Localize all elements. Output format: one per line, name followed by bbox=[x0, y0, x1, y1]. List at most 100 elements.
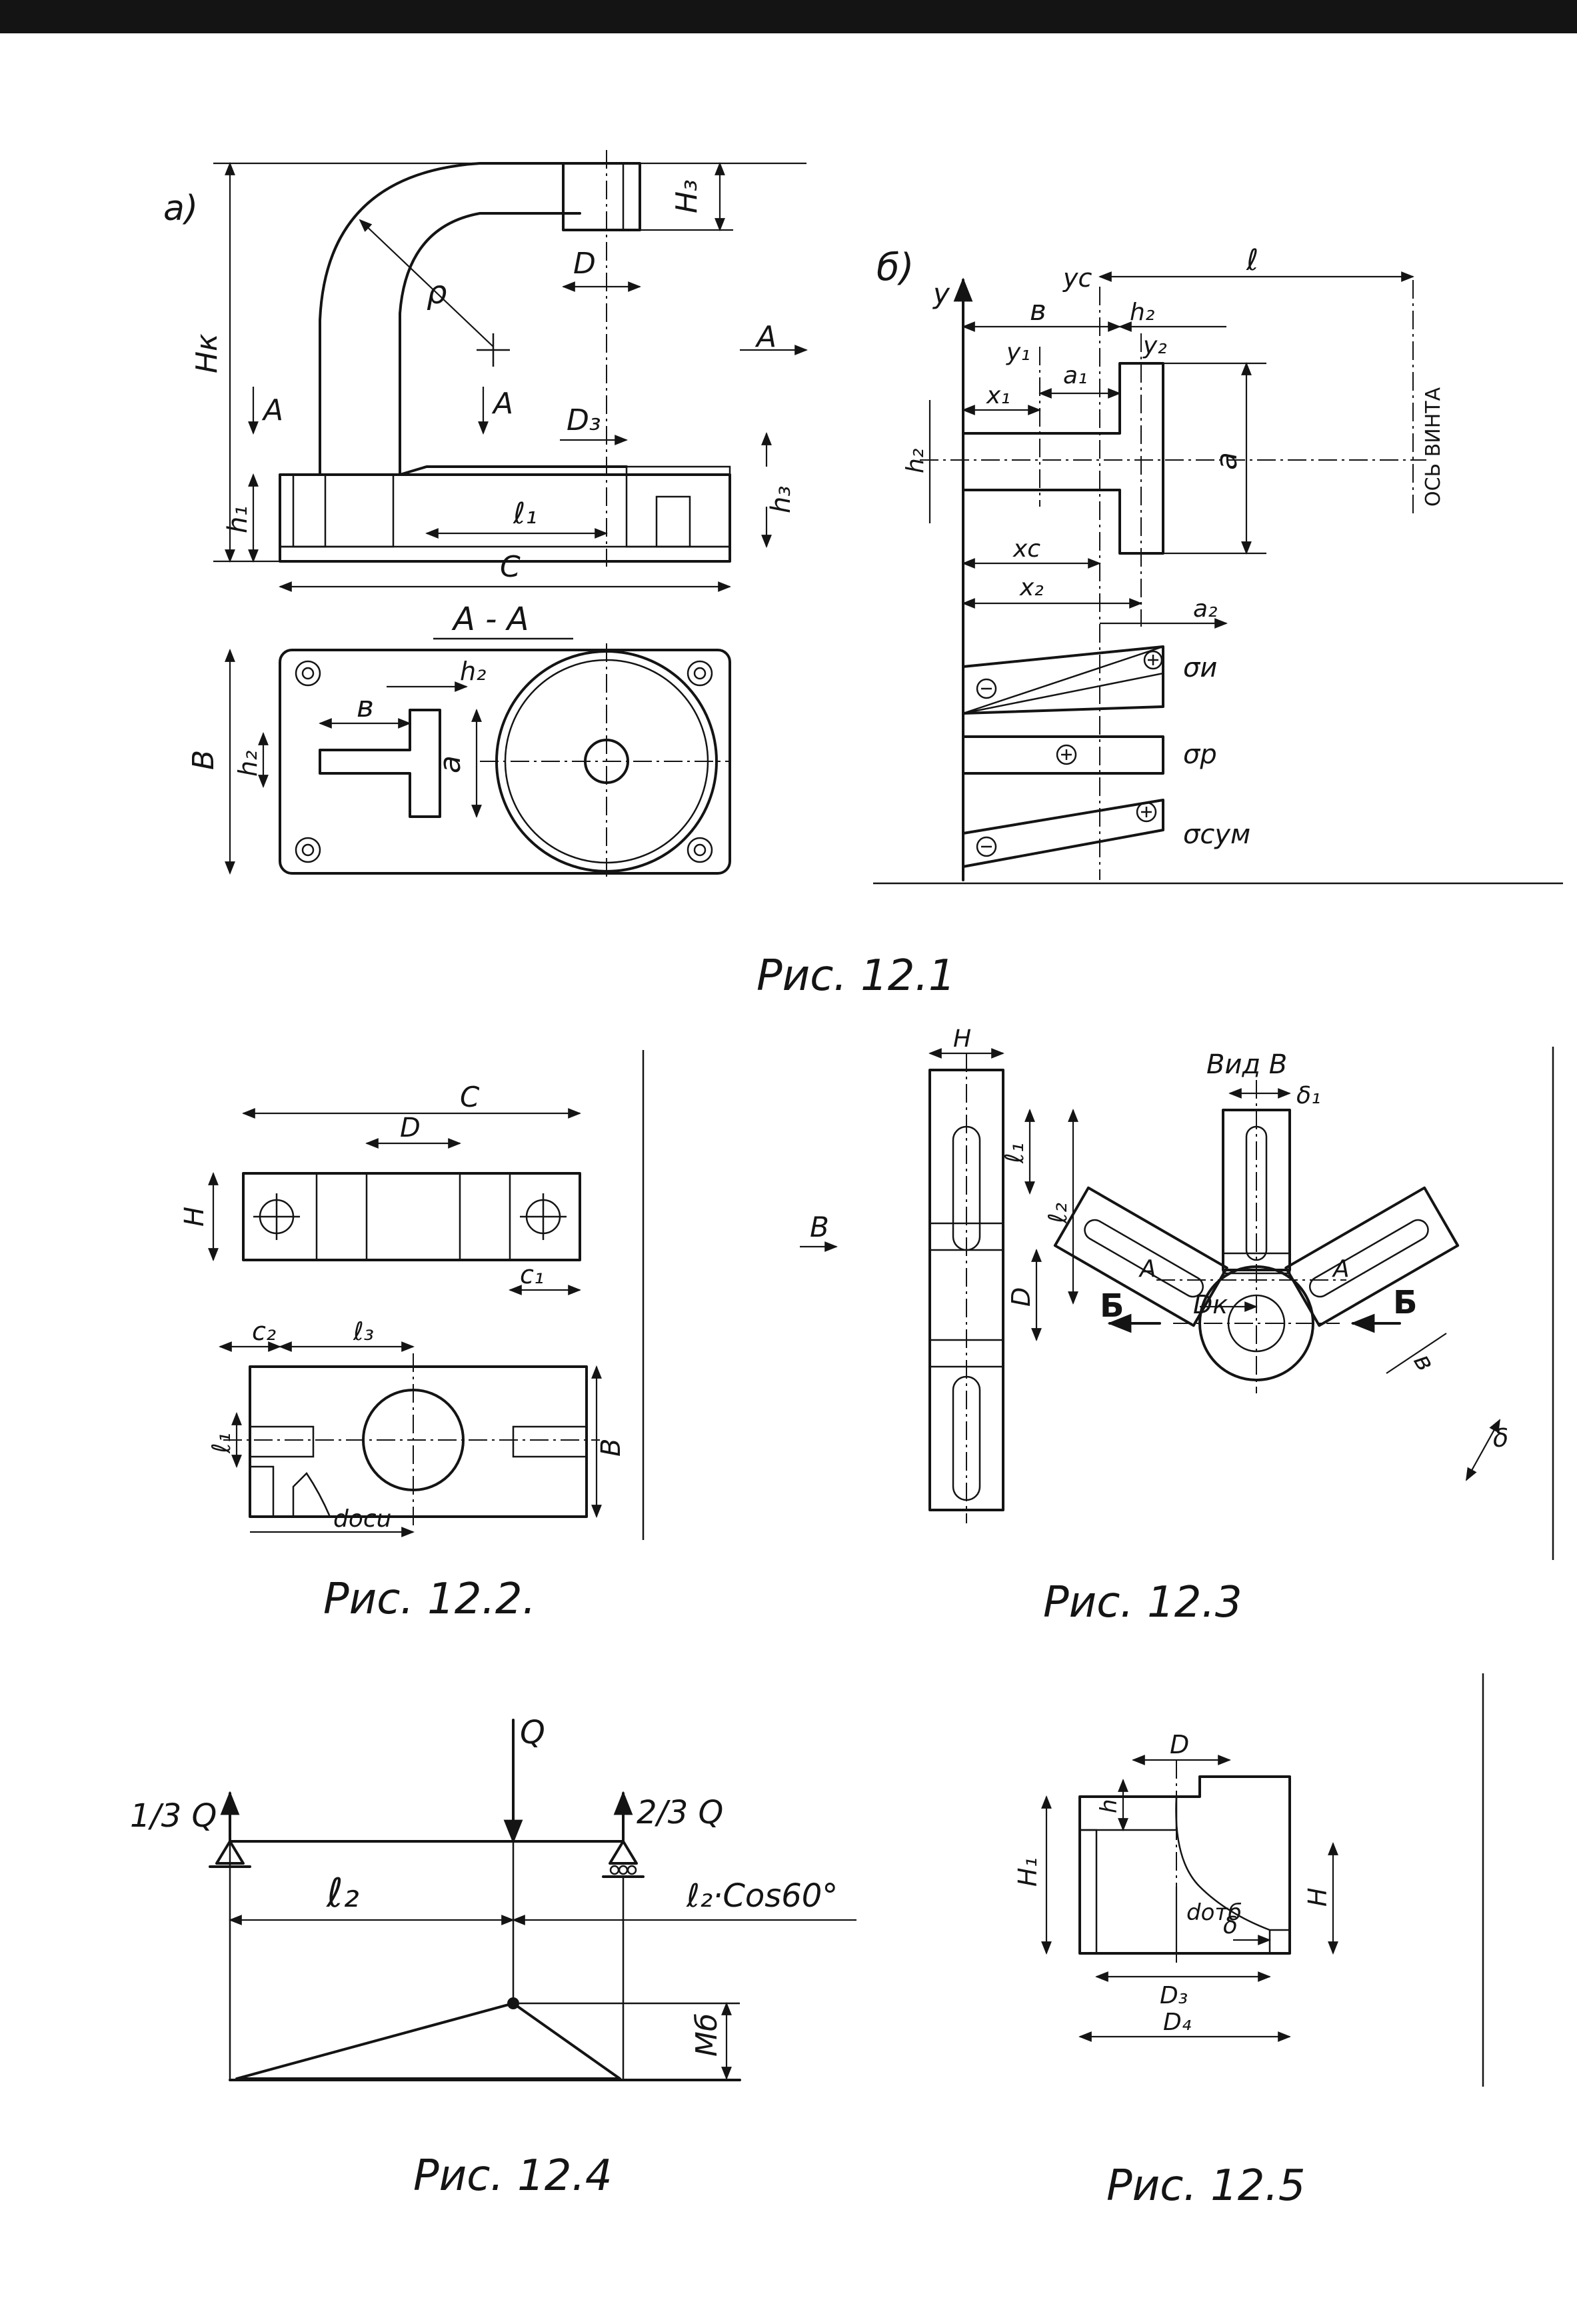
right-arm bbox=[1053, 1186, 1228, 1327]
label-dosu-122: dосu bbox=[333, 1505, 392, 1533]
label-l2cos: ℓ₂·Cos60° bbox=[686, 1877, 838, 1915]
support-right bbox=[609, 1840, 638, 1865]
label-h-125: h bbox=[1096, 1799, 1122, 1813]
right-arm-slot bbox=[1084, 1219, 1204, 1298]
label-a1: a₁ bbox=[1063, 362, 1088, 389]
label-yc: yc bbox=[1062, 263, 1092, 293]
label-c: C bbox=[500, 550, 521, 584]
bolt-hole-right-front bbox=[520, 1193, 567, 1240]
label-dotb: dотб bbox=[1186, 1899, 1242, 1926]
label-screw-axis: ОСЬ ВИНТА bbox=[1422, 387, 1445, 507]
bolt-hole-left bbox=[292, 473, 327, 548]
label-a-plan: a bbox=[433, 755, 467, 773]
corner-hole-bl bbox=[295, 837, 321, 863]
label-a-vert: a bbox=[1210, 452, 1244, 470]
delta-arm-dim bbox=[1466, 1419, 1500, 1481]
label-reaction-left: 1/3 Q bbox=[130, 1797, 217, 1835]
label-x2: x₂ bbox=[1019, 574, 1044, 601]
label-b: в bbox=[1030, 294, 1046, 327]
label-l1-122: ℓ₁ bbox=[207, 1433, 236, 1454]
nut-hole-right bbox=[655, 495, 691, 548]
label-h3-lower: h₃ bbox=[766, 486, 796, 513]
cup-top-flange bbox=[1078, 1795, 1178, 1831]
minus-sign-1 bbox=[976, 678, 997, 699]
view-a-marker: а) bbox=[163, 189, 198, 229]
label-l3-122: ℓ₃ bbox=[353, 1317, 374, 1346]
label-d4-125: D₄ bbox=[1163, 2009, 1192, 2036]
label-h2-vert: h₂ bbox=[902, 449, 929, 473]
label-y1: y₁ bbox=[1006, 339, 1030, 366]
label-h2-thk: h₂ bbox=[233, 751, 263, 777]
label-d-125: D bbox=[1170, 1730, 1189, 1759]
nut-block-front bbox=[242, 1172, 581, 1261]
label-l: ℓ bbox=[1246, 243, 1258, 277]
label-b-plan: B bbox=[187, 750, 221, 770]
label-a-left: A bbox=[261, 393, 283, 427]
label-sigma-bending: σи bbox=[1183, 653, 1217, 683]
label-h1: h₁ bbox=[223, 506, 253, 533]
label-h3-upper: H₃ bbox=[670, 179, 704, 213]
plus-sign-3 bbox=[1136, 801, 1157, 823]
label-reaction-right: 2/3 Q bbox=[637, 1794, 723, 1831]
label-h1-125: H₁ bbox=[1013, 1857, 1042, 1887]
label-h-123: H bbox=[953, 1025, 971, 1053]
label-d3: D₃ bbox=[567, 403, 601, 437]
fig-12-1-section-aa: A - A B h₂ в h₂ a bbox=[187, 601, 731, 880]
arm-head bbox=[562, 162, 641, 231]
label-hk: Hк bbox=[190, 333, 224, 373]
top-arm-section bbox=[1222, 1252, 1291, 1275]
corner-hole-br bbox=[687, 837, 713, 863]
arm-head-section bbox=[622, 162, 641, 231]
left-arm bbox=[1284, 1186, 1460, 1327]
label-a-right-123: A bbox=[1332, 1255, 1350, 1283]
label-b-left-123: Б bbox=[1100, 1287, 1124, 1325]
stress-sigma-sum bbox=[962, 799, 1164, 868]
label-a-right: A bbox=[755, 320, 777, 354]
label-y2: y₂ bbox=[1142, 332, 1167, 359]
minus-sign-2 bbox=[976, 836, 997, 857]
label-h-right-125: H bbox=[1303, 1887, 1332, 1907]
label-d: D bbox=[573, 247, 596, 281]
label-a-left-123: A bbox=[1138, 1255, 1156, 1283]
label-b-view-arrow: B bbox=[810, 1211, 829, 1243]
label-b-right-123: Б bbox=[1393, 1284, 1418, 1321]
label-delta1: δ₁ bbox=[1296, 1082, 1320, 1109]
label-a2: a₂ bbox=[1193, 595, 1218, 623]
label-x1: x₁ bbox=[986, 382, 1010, 409]
label-c2-122: c₂ bbox=[252, 1317, 276, 1346]
slot-left bbox=[249, 1425, 315, 1458]
caption-fig-12-2: Рис. 12.2. bbox=[323, 1575, 536, 1624]
label-l2-123: ℓ₂ bbox=[1043, 1203, 1072, 1224]
nut-block-left-section bbox=[315, 1172, 368, 1261]
nut-block-right-section bbox=[459, 1172, 511, 1261]
label-b-122: B bbox=[596, 1439, 627, 1457]
base-left-section bbox=[279, 473, 395, 548]
label-d3-125: D₃ bbox=[1160, 1982, 1188, 2009]
arm-base-transition bbox=[399, 465, 628, 476]
label-sigma-tension: σр bbox=[1183, 739, 1217, 770]
label-delta-125: δ bbox=[1223, 1912, 1238, 1939]
fig-12-4: Q 1/3 Q 2/3 Q ℓ₂ ℓ₂·Cos60° Мб bbox=[130, 1714, 856, 2081]
label-b-width: в bbox=[357, 690, 374, 724]
curved-arm-outer bbox=[319, 162, 581, 476]
cup-wall-left bbox=[1078, 1829, 1098, 1955]
stress-sigma-bending bbox=[962, 645, 1164, 715]
label-sigma-sum: σсум bbox=[1183, 819, 1250, 850]
caption-fig-12-4: Рис. 12.4 bbox=[413, 2151, 613, 2201]
label-view-b: Вид В bbox=[1206, 1049, 1287, 1080]
fig-12-2: C D H c₁ c₂ ℓ₃ ℓ₁ B dосu bbox=[179, 1050, 645, 1540]
plan-hatch-corner bbox=[249, 1465, 331, 1518]
label-c1-122: c₁ bbox=[520, 1260, 544, 1289]
base-right-section bbox=[625, 465, 731, 548]
left-arm-slot bbox=[1309, 1219, 1429, 1298]
label-h2-width: h₂ bbox=[460, 657, 486, 686]
label-d-123: D bbox=[1006, 1287, 1036, 1307]
label-y: y bbox=[932, 277, 950, 310]
caption-fig-12-5: Рис. 12.5 bbox=[1106, 2161, 1306, 2211]
cup-cutaway bbox=[1175, 1796, 1270, 1931]
plus-sign-1 bbox=[1143, 650, 1163, 670]
stress-sigma-tension bbox=[962, 735, 1164, 775]
curved-arm-inner bbox=[399, 212, 581, 476]
cup-wall-right bbox=[1268, 1929, 1291, 1955]
label-a-mid: A bbox=[491, 387, 513, 421]
